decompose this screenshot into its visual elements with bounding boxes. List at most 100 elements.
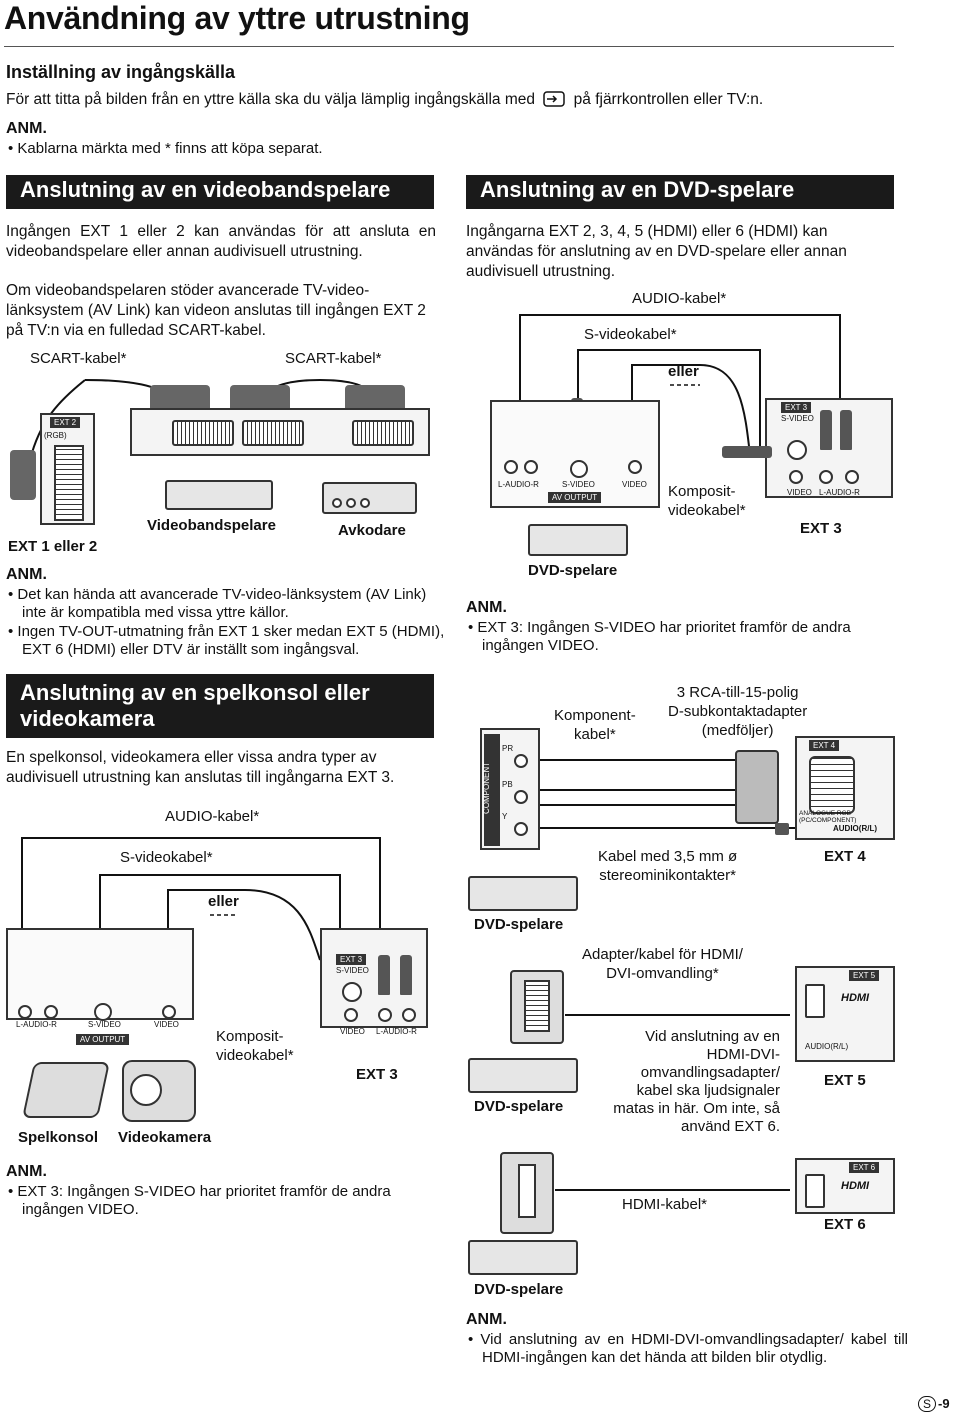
vcr-cable2-label: SCART-kabel* (285, 350, 382, 367)
dvd-port-audio-l (504, 460, 518, 474)
vcr-back-panel (130, 408, 430, 456)
console-port-svideo-label: S-VIDEO (88, 1020, 121, 1029)
component-cable-label: Komponent- kabel* (554, 707, 636, 743)
dvd-device-3 (468, 1058, 578, 1093)
intro-text: För att titta på bilden från en yttre kä… (6, 90, 906, 113)
vcr-note-2: • Ingen TV-OUT-utmatning från EXT 1 sker… (8, 623, 445, 658)
component-panel-label: COMPONENT (482, 762, 491, 814)
input-source-icon (543, 91, 566, 113)
intro-text-before: För att titta på bilden från en yttre kä… (6, 91, 536, 108)
dvd-note-heading: ANM. (466, 599, 507, 616)
dvi-connector (510, 970, 564, 1044)
component-pr-label: PR (502, 744, 514, 753)
vcr-device-label: Videobandspelare (147, 517, 276, 534)
dvd-device-4-label: DVD-spelare (474, 1281, 564, 1298)
ext4-tag: EXT 4 (809, 740, 840, 751)
console-composite-cable-label: Komposit- videokabel* (216, 1028, 294, 1064)
console-note-text: EXT 3: Ingången S-VIDEO har prioritet fr… (17, 1183, 391, 1218)
console-heading-line1: Anslutning av en spelkonsol eller (20, 680, 370, 705)
vcr-ext-label: EXT 1 eller 2 (8, 538, 98, 555)
vcr-heading: Anslutning av en videobandspelare (6, 175, 434, 209)
dvd-svideo-cable-label: S-videokabel* (584, 326, 677, 343)
console-ext3-tag: EXT 3 (336, 954, 367, 965)
console-note-heading: ANM. (6, 1163, 47, 1180)
dvd-ext3-audio-r-port (845, 470, 859, 484)
decoder-knob-2 (346, 498, 356, 508)
hdmi-note: • Vid anslutning av en HDMI-DVI-omvandli… (468, 1331, 908, 1366)
vcr-cable1-label: SCART-kabel* (30, 350, 127, 367)
vcr-scart-socket-2 (242, 420, 304, 446)
ext4-dsub-port (809, 756, 855, 814)
console-ext3-audio-plug-r (400, 955, 412, 995)
ext4-analogue-label: ANALOGUE RGB (PC/COMPONENT) (799, 810, 857, 824)
ext6-hdmi-port (805, 1174, 825, 1208)
dvd-heading: Anslutning av en DVD-spelare (466, 175, 894, 209)
dvd-ext3-audio-l-port (819, 470, 833, 484)
dvd-port-laudior-label: L-AUDIO-R (498, 480, 539, 489)
component-port-y (514, 822, 528, 836)
ext5-label: EXT 5 (824, 1072, 866, 1089)
dvd-ext3-audio-plug-l (820, 410, 832, 450)
hdmi-cable-label: HDMI-kabel* (622, 1196, 708, 1213)
decoder-device (322, 482, 417, 514)
intro-heading: Inställning av ingångskälla (6, 62, 236, 82)
ext6-tag: EXT 6 (849, 1162, 880, 1173)
camcorder-lens (130, 1074, 162, 1106)
dvd-port-video-label: VIDEO (622, 480, 647, 489)
dvd-device-3-label: DVD-spelare (474, 1098, 564, 1115)
ext2-plug (10, 450, 36, 500)
intro-note-text: Kablarna märkta med * finns att köpa sep… (17, 140, 323, 157)
ext5-hdmi-logo: HDMI (841, 992, 870, 1004)
console-ext3-audio-l-port (378, 1008, 392, 1022)
dvd-port-svideo (570, 460, 588, 478)
camcorder-icon (122, 1060, 196, 1122)
hdmi-dvi-adapter-label: Adapter/kabel för HDMI/ DVI-omvandling* (582, 946, 743, 982)
ext2-panel: EXT 2 (RGB) (40, 413, 95, 525)
decoder-knob-3 (360, 498, 370, 508)
ext2-rgb: (RGB) (44, 431, 67, 440)
console-ext3-svideo-port (342, 982, 362, 1002)
vcr-note-1: • Det kan hända att avancerade TV-video-… (8, 586, 427, 621)
dvd-device-2-label: DVD-spelare (474, 916, 564, 933)
dvd-output-panel: L-AUDIO-R S-VIDEO VIDEO AV OUTPUT (490, 400, 660, 508)
title-rule (4, 46, 894, 47)
console-port-laudior-label: L-AUDIO-R (16, 1020, 57, 1029)
console-av-output: AV OUTPUT (76, 1034, 130, 1045)
vcr-note-heading: ANM. (6, 566, 47, 583)
dvd-para: Ingångarna EXT 2, 3, 4, 5 (HDMI) eller 6… (466, 223, 847, 280)
ext5-hdmi-port (805, 984, 825, 1018)
hdmi-note-heading: ANM. (466, 1311, 507, 1328)
rca-dsub-adapter (735, 750, 779, 824)
game-console-icon (22, 1062, 110, 1118)
dvd-port-svideo-label: S-VIDEO (562, 480, 595, 489)
footer-page-number: -9 (938, 1396, 950, 1411)
vcr-para1: Ingången EXT 1 eller 2 kan användas för … (6, 223, 436, 260)
dvd-device-2 (468, 876, 578, 911)
ext6-label: EXT 6 (824, 1216, 866, 1233)
component-adapter-label: 3 RCA-till-15-polig D-subkontaktadapter … (668, 684, 808, 739)
console-audio-cable-label: AUDIO-kabel* (165, 808, 260, 825)
console-device2-label: Videokamera (118, 1129, 212, 1146)
console-heading-line2: videokamera (20, 706, 155, 731)
hdmi-dvi-info: Vid anslutning av en HDMI-DVI- omvandlin… (613, 1028, 780, 1135)
dvd-device-4 (468, 1240, 578, 1275)
console-output-panel (6, 928, 194, 1021)
ext2-tag: EXT 2 (50, 417, 81, 428)
console-ext3-svideo-label: S-VIDEO (336, 966, 369, 975)
dvd-note-text: EXT 3: Ingången S-VIDEO har prioritet fr… (477, 619, 851, 654)
mini-cable-label: Kabel med 3,5 mm ø stereominikontakter* (598, 848, 738, 884)
dvd-ext3-video-label: VIDEO (787, 488, 812, 497)
vcr-device (165, 480, 273, 510)
component-port-pr (514, 754, 528, 768)
dvd-ext3-tag: EXT 3 (781, 402, 812, 413)
component-port-pb (514, 790, 528, 804)
console-ext3-video-port (344, 1008, 358, 1022)
dvd-port-audio-r (524, 460, 538, 474)
page-title: Användning av yttre utrustning (4, 0, 470, 36)
dvd-or-label: eller (668, 363, 699, 380)
ext4-audio-rl-label: AUDIO(R/L) (833, 824, 877, 833)
console-device1-label: Spelkonsol (18, 1129, 99, 1146)
console-svideo-cable-label: S-videokabel* (120, 849, 213, 866)
ext6-hdmi-logo: HDMI (841, 1180, 870, 1192)
